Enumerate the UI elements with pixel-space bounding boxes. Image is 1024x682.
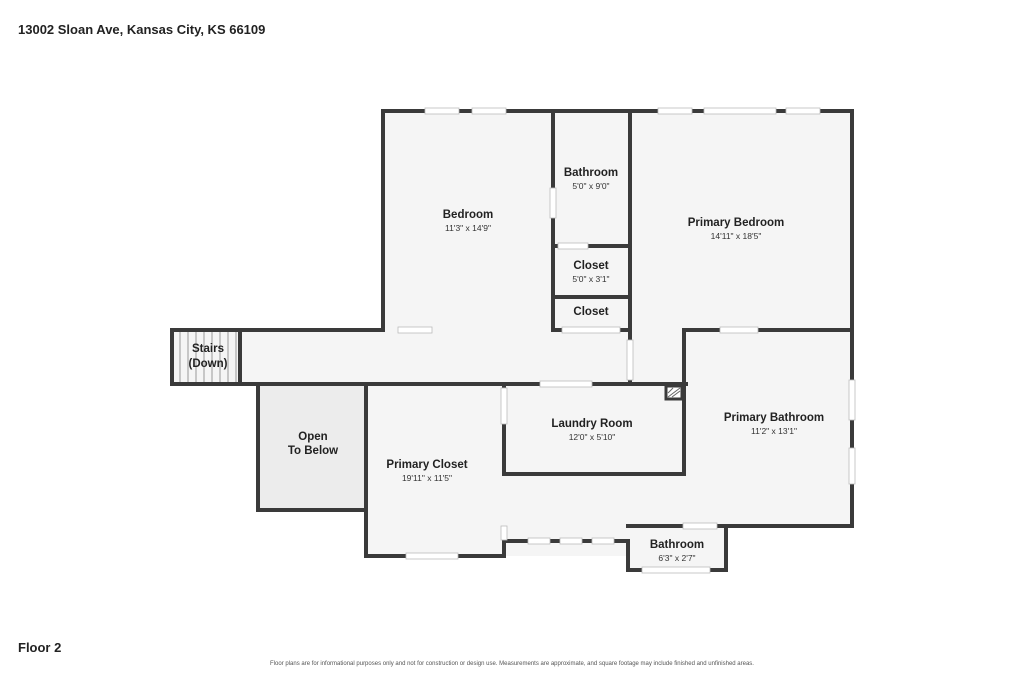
stair-treads — [179, 332, 237, 382]
disclaimer-text: Floor plans are for informational purpos… — [270, 661, 754, 667]
room-name-closet-b: Closet — [573, 306, 608, 318]
room-dims-bathroom-lower: 6'3" x 2'7" — [658, 553, 695, 563]
room-dims-bedroom: 11'3" x 14'9" — [445, 223, 491, 233]
stairs-label-line1: Stairs — [192, 343, 224, 355]
room-name-primary-bathroom: Primary Bathroom — [724, 412, 824, 424]
room-name-laundry-room: Laundry Room — [551, 418, 632, 430]
open-to-below-area — [258, 384, 364, 510]
room-dims-primary-closet: 19'11" x 11'5" — [402, 473, 452, 483]
open-below-label-line1: Open — [298, 431, 327, 443]
room-dims-laundry-room: 12'0" x 5'10" — [569, 432, 616, 442]
open-below-label-line2: To Below — [288, 445, 338, 457]
room-dims-closet-a: 5'0" x 3'1" — [572, 274, 609, 284]
stairs-label-line2: (Down) — [189, 358, 228, 370]
room-name-bedroom: Bedroom — [443, 209, 493, 221]
room-name-bathroom-lower: Bathroom — [650, 539, 704, 551]
room-dims-bathroom-upper: 5'0" x 9'0" — [572, 181, 609, 191]
property-address: 13002 Sloan Ave, Kansas City, KS 66109 — [18, 22, 266, 37]
chase-hatch — [667, 387, 681, 398]
room-labels: Bedroom 11'3" x 14'9" Bathroom 5'0" x 9'… — [189, 167, 825, 563]
room-name-bathroom-upper: Bathroom — [564, 167, 618, 179]
room-name-primary-bedroom: Primary Bedroom — [688, 217, 785, 229]
floor-fills — [172, 111, 852, 570]
windows-and-openings — [397, 107, 856, 574]
room-dims-primary-bedroom: 14'11" x 18'5" — [711, 231, 762, 241]
room-dims-primary-bathroom: 11'2" x 13'1" — [751, 426, 797, 436]
room-name-closet-a: Closet — [573, 260, 608, 272]
floor-label: Floor 2 — [18, 640, 62, 655]
room-name-primary-closet: Primary Closet — [386, 459, 467, 471]
